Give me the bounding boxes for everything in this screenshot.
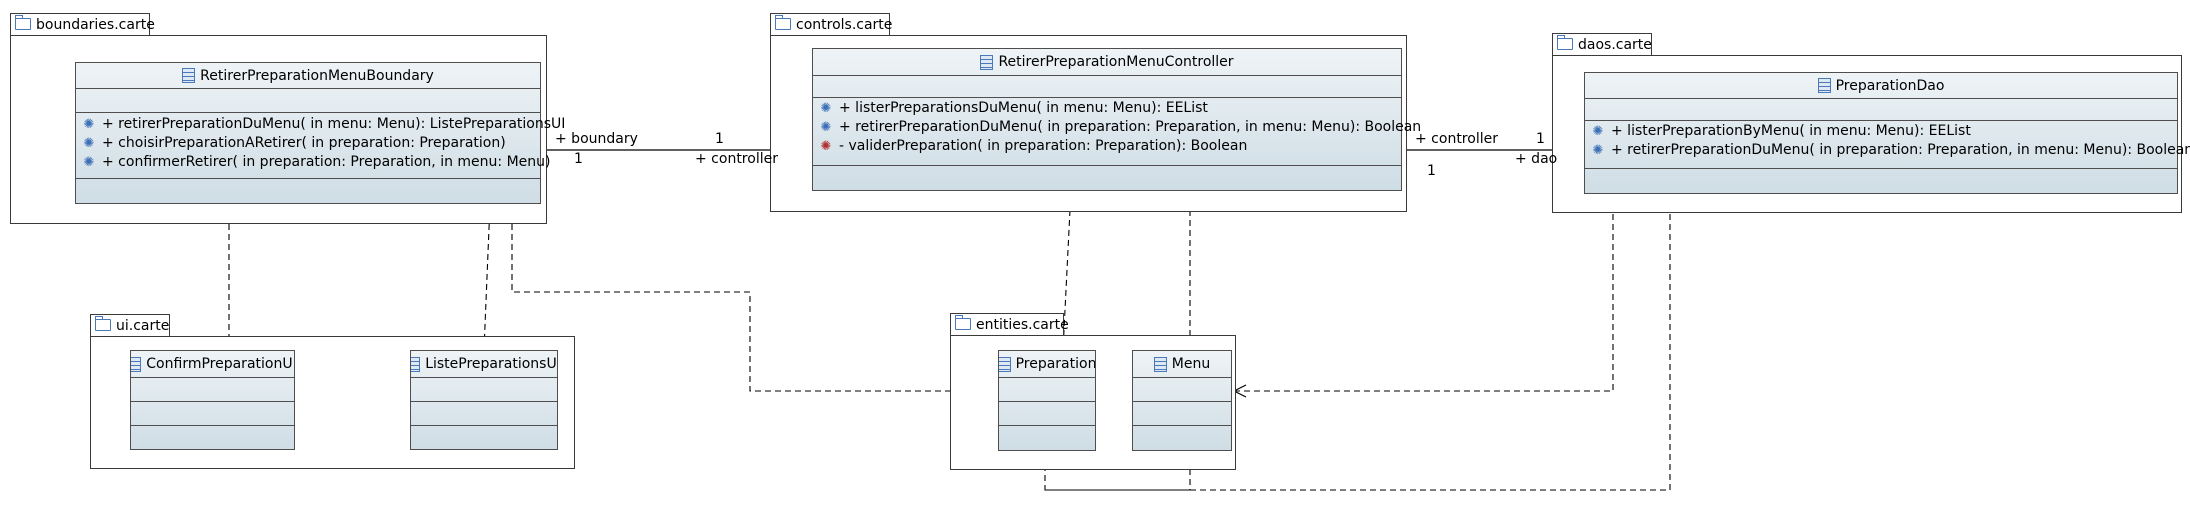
operation-row[interactable]: ✺+ listerPreparationsDuMenu( in menu: Me… — [820, 100, 1208, 116]
folder-icon — [955, 315, 971, 330]
public-operation-icon: ✺ — [83, 117, 95, 132]
dependency-boundary-preparation — [511, 204, 998, 391]
attributes-section — [1133, 378, 1231, 402]
class-retirer-preparation-menu-controller[interactable]: RetirerPreparationMenuController ✺+ list… — [812, 48, 1422, 191]
public-operation-icon: ✺ — [820, 101, 832, 116]
public-operation-icon: ✺ — [1592, 124, 1604, 139]
class-preparation[interactable]: Preparation — [998, 350, 1096, 451]
class-confirm-preparation-ui[interactable]: ConfirmPreparationUI — [130, 350, 295, 450]
package-name: daos.carte — [1578, 37, 1652, 53]
dependency-dao-preparation — [1045, 194, 1671, 491]
role-label-dao: + dao — [1515, 151, 1558, 167]
multiplicity-label: 1 — [1536, 131, 1545, 147]
dependency-controller-preparation — [1063, 189, 1072, 350]
class-name: PreparationDao — [1835, 77, 1945, 94]
operation-row[interactable]: ✺+ choisirPreparationARetirer( in prepar… — [83, 135, 506, 151]
attributes-section — [999, 378, 1095, 402]
public-operation-icon: ✺ — [83, 136, 95, 151]
class-icon — [182, 68, 196, 83]
class-icon — [411, 356, 421, 372]
class-icon — [1817, 78, 1831, 93]
operation-row[interactable]: ✺+ listerPreparationByMenu( in menu: Men… — [1592, 123, 1971, 139]
empty-section — [131, 426, 294, 449]
operation-row[interactable]: ✺+ retirerPreparationDuMenu( in preparat… — [1592, 142, 2190, 158]
public-operation-icon: ✺ — [820, 120, 832, 135]
operations-section: ✺+ listerPreparationByMenu( in menu: Men… — [1585, 121, 2190, 169]
class-name: RetirerPreparationMenuBoundary — [200, 67, 434, 84]
folder-icon — [15, 15, 31, 30]
package-tab-controls[interactable]: controls.carte — [770, 13, 893, 35]
operation-row[interactable]: ✺- validerPreparation( in preparation: P… — [820, 138, 1248, 154]
package-name: boundaries.carte — [36, 17, 155, 33]
empty-section — [411, 426, 557, 449]
multiplicity-label: 1 — [574, 151, 583, 167]
attributes-section — [411, 378, 557, 402]
class-icon — [999, 356, 1011, 372]
package-tab-boundaries[interactable]: boundaries.carte — [10, 13, 155, 35]
empty-section — [813, 166, 1401, 190]
package-name: ui.carte — [116, 318, 170, 334]
operations-section — [131, 402, 294, 426]
attributes-section — [131, 378, 294, 402]
private-operation-icon: ✺ — [820, 139, 832, 154]
empty-section — [999, 426, 1095, 450]
empty-section — [76, 179, 540, 203]
operations-section: ✺+ retirerPreparationDuMenu( in menu: Me… — [76, 113, 566, 179]
class-icon — [980, 54, 994, 70]
class-liste-preparations-ui[interactable]: ListePreparationsUI — [410, 350, 558, 450]
empty-section — [1585, 169, 2177, 193]
role-label-controller: + controller — [695, 151, 778, 167]
dependency-dao-menu — [1234, 194, 1614, 391]
class-preparation-dao[interactable]: PreparationDao ✺+ listerPreparationByMen… — [1584, 72, 2190, 194]
class-name: RetirerPreparationMenuController — [998, 54, 1234, 70]
class-name: Preparation — [1015, 356, 1095, 372]
operations-section — [999, 402, 1095, 426]
operation-row[interactable]: ✺+ retirerPreparationDuMenu( in preparat… — [820, 119, 1422, 135]
package-tab-daos[interactable]: daos.carte — [1552, 33, 1652, 55]
package-name: controls.carte — [796, 17, 893, 33]
class-name: Menu — [1171, 356, 1211, 372]
attributes-section — [1585, 99, 2177, 121]
class-icon — [131, 356, 142, 372]
folder-icon — [95, 316, 111, 331]
multiplicity-label: 1 — [715, 131, 724, 147]
multiplicity-label: 1 — [1427, 163, 1436, 179]
package-tab-ui[interactable]: ui.carte — [90, 314, 170, 336]
empty-section — [1133, 426, 1231, 450]
operations-section — [1133, 402, 1231, 426]
role-label-boundary: + boundary — [555, 131, 638, 147]
folder-icon — [775, 15, 791, 30]
operations-section — [411, 402, 557, 426]
class-retirer-preparation-menu-boundary[interactable]: RetirerPreparationMenuBoundary ✺+ retire… — [75, 62, 566, 204]
public-operation-icon: ✺ — [83, 155, 95, 170]
class-name: ConfirmPreparationUI — [146, 356, 294, 372]
operation-row[interactable]: ✺+ retirerPreparationDuMenu( in menu: Me… — [83, 116, 566, 132]
operation-row[interactable]: ✺+ confirmerRetirer( in preparation: Pre… — [83, 154, 551, 170]
folder-icon — [1557, 35, 1573, 50]
operations-section: ✺+ listerPreparationsDuMenu( in menu: Me… — [813, 98, 1422, 166]
public-operation-icon: ✺ — [1592, 143, 1604, 158]
attributes-section — [76, 89, 540, 113]
dependency-boundary-listeui — [484, 203, 490, 350]
package-name: entities.carte — [976, 317, 1069, 333]
class-name: ListePreparationsUI — [425, 356, 557, 372]
class-menu[interactable]: Menu — [1132, 350, 1232, 451]
attributes-section — [813, 76, 1401, 98]
class-icon — [1153, 356, 1167, 372]
role-label-controller: + controller — [1415, 131, 1498, 147]
package-tab-entities[interactable]: entities.carte — [950, 313, 1069, 335]
